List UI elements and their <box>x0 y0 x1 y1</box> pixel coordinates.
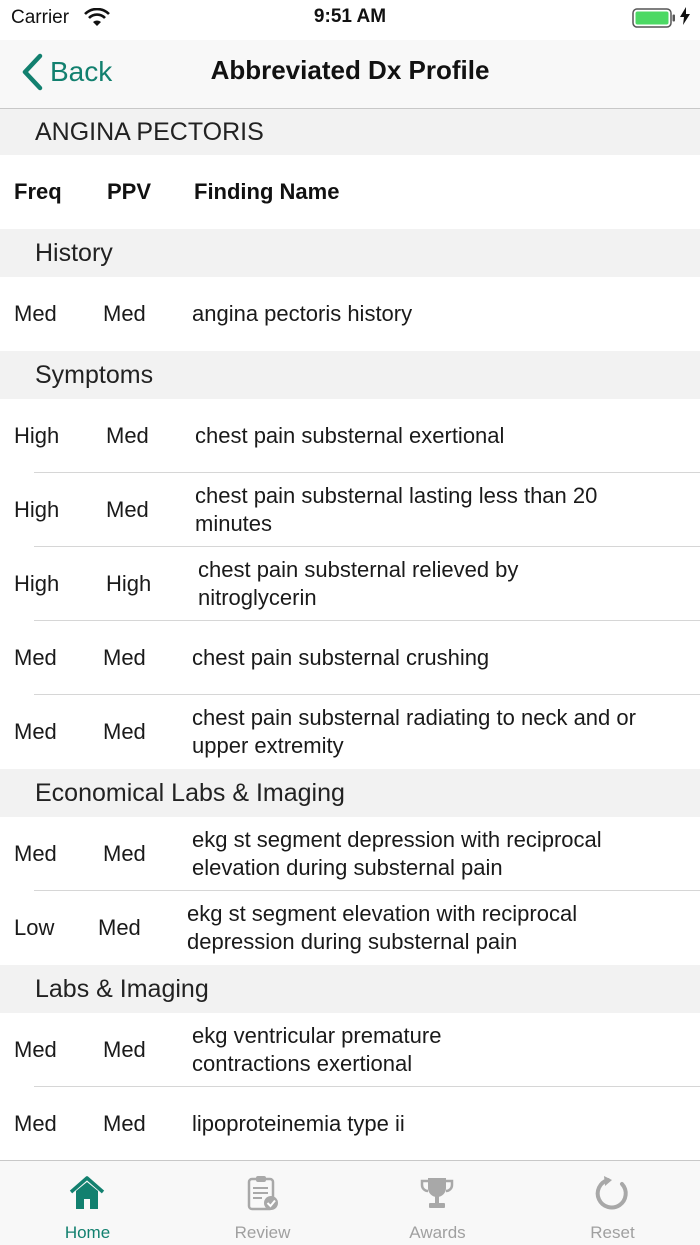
back-button[interactable]: Back <box>20 52 112 92</box>
finding-row[interactable]: Med Med ekg ventricular premature contra… <box>0 1013 700 1087</box>
finding-name: chest pain substernal relieved by nitrog… <box>198 557 519 610</box>
ppv-value: Med <box>106 497 149 522</box>
finding-name: angina pectoris history <box>192 301 413 326</box>
ppv-value: Med <box>106 423 149 448</box>
navigation-bar: Back Abbreviated Dx Profile <box>0 40 700 109</box>
freq-value: Med <box>14 719 57 744</box>
status-bar: Carrier 9:51 AM <box>0 0 700 40</box>
diagnosis-title: ANGINA PECTORIS <box>0 109 700 155</box>
tab-label: Home <box>64 1223 111 1242</box>
chevron-left-icon <box>22 53 43 91</box>
finding-row[interactable]: Med Med chest pain substernal crushing <box>0 621 700 695</box>
finding-row[interactable]: High Med chest pain substernal exertiona… <box>0 399 700 473</box>
tab-awards[interactable]: Awards <box>350 1161 525 1245</box>
freq-column-header: Freq <box>14 179 62 204</box>
finding-name: ekg st segment depression with reciproca… <box>192 827 602 880</box>
status-time: 9:51 AM <box>313 6 387 27</box>
finding-name: chest pain substernal lasting less than … <box>195 483 598 536</box>
finding-row[interactable]: Med Med ekg st segment depression with r… <box>0 817 700 891</box>
trophy-icon <box>420 1178 454 1208</box>
tab-bar: Home Review Awards Reset <box>0 1160 700 1245</box>
finding-row[interactable]: Med Med lipoproteinemia type ii <box>0 1087 700 1160</box>
finding-name: chest pain substernal exertional <box>195 423 505 448</box>
battery-icon <box>632 8 676 33</box>
column-headers: Freq PPV Finding Name <box>0 155 700 229</box>
finding-name-column-header: Finding Name <box>194 179 340 204</box>
tab-home[interactable]: Home <box>0 1161 175 1245</box>
home-icon <box>69 1176 105 1209</box>
page-title: Abbreviated Dx Profile <box>210 55 490 85</box>
section-header-economical-labs-imaging: Economical Labs & Imaging <box>0 769 700 817</box>
section-header-history: History <box>0 229 700 277</box>
tab-label: Reset <box>590 1223 635 1242</box>
finding-name: lipoproteinemia type ii <box>192 1111 405 1136</box>
tab-label: Review <box>234 1223 291 1242</box>
finding-row[interactable]: High Med chest pain substernal lasting l… <box>0 473 700 547</box>
clipboard-check-icon <box>247 1176 278 1211</box>
finding-name: ekg st segment elevation with reciprocal… <box>187 901 578 954</box>
freq-value: High <box>14 571 60 596</box>
profile-table[interactable]: ANGINA PECTORIS Freq PPV Finding Name Hi… <box>0 109 700 1160</box>
ppv-value: Med <box>103 1111 146 1136</box>
finding-row[interactable]: Low Med ekg st segment elevation with re… <box>0 891 700 965</box>
tab-review[interactable]: Review <box>175 1161 350 1245</box>
freq-value: Low <box>14 915 55 940</box>
tab-reset[interactable]: Reset <box>525 1161 700 1245</box>
ppv-value: Med <box>103 1037 146 1062</box>
finding-row[interactable]: Med Med angina pectoris history <box>0 277 700 351</box>
section-header-labs-imaging: Labs & Imaging <box>0 965 700 1013</box>
freq-value: Med <box>14 841 57 866</box>
carrier-label: Carrier <box>11 7 70 28</box>
freq-value: Med <box>14 645 57 670</box>
freq-value: Med <box>14 301 57 326</box>
freq-value: High <box>14 423 60 448</box>
ppv-value: High <box>106 571 152 596</box>
finding-name: chest pain substernal crushing <box>192 645 490 670</box>
ppv-value: Med <box>98 915 141 940</box>
finding-row[interactable]: Med Med chest pain substernal radiating … <box>0 695 700 769</box>
finding-name: chest pain substernal radiating to neck … <box>192 705 636 758</box>
freq-value: High <box>14 497 60 522</box>
back-label: Back <box>50 56 113 87</box>
ppv-value: Med <box>103 301 146 326</box>
ppv-value: Med <box>103 841 146 866</box>
freq-value: Med <box>14 1111 57 1136</box>
tab-label: Awards <box>409 1223 466 1242</box>
section-header-symptoms: Symptoms <box>0 351 700 399</box>
ppv-value: Med <box>103 645 146 670</box>
ppv-value: Med <box>103 719 146 744</box>
freq-value: Med <box>14 1037 57 1062</box>
finding-name: ekg ventricular premature contractions e… <box>192 1023 442 1076</box>
finding-row[interactable]: High High chest pain substernal relieved… <box>0 547 700 621</box>
wifi-icon <box>84 7 110 33</box>
charging-icon <box>680 7 690 29</box>
ppv-column-header: PPV <box>107 179 152 204</box>
reset-icon <box>595 1176 628 1210</box>
